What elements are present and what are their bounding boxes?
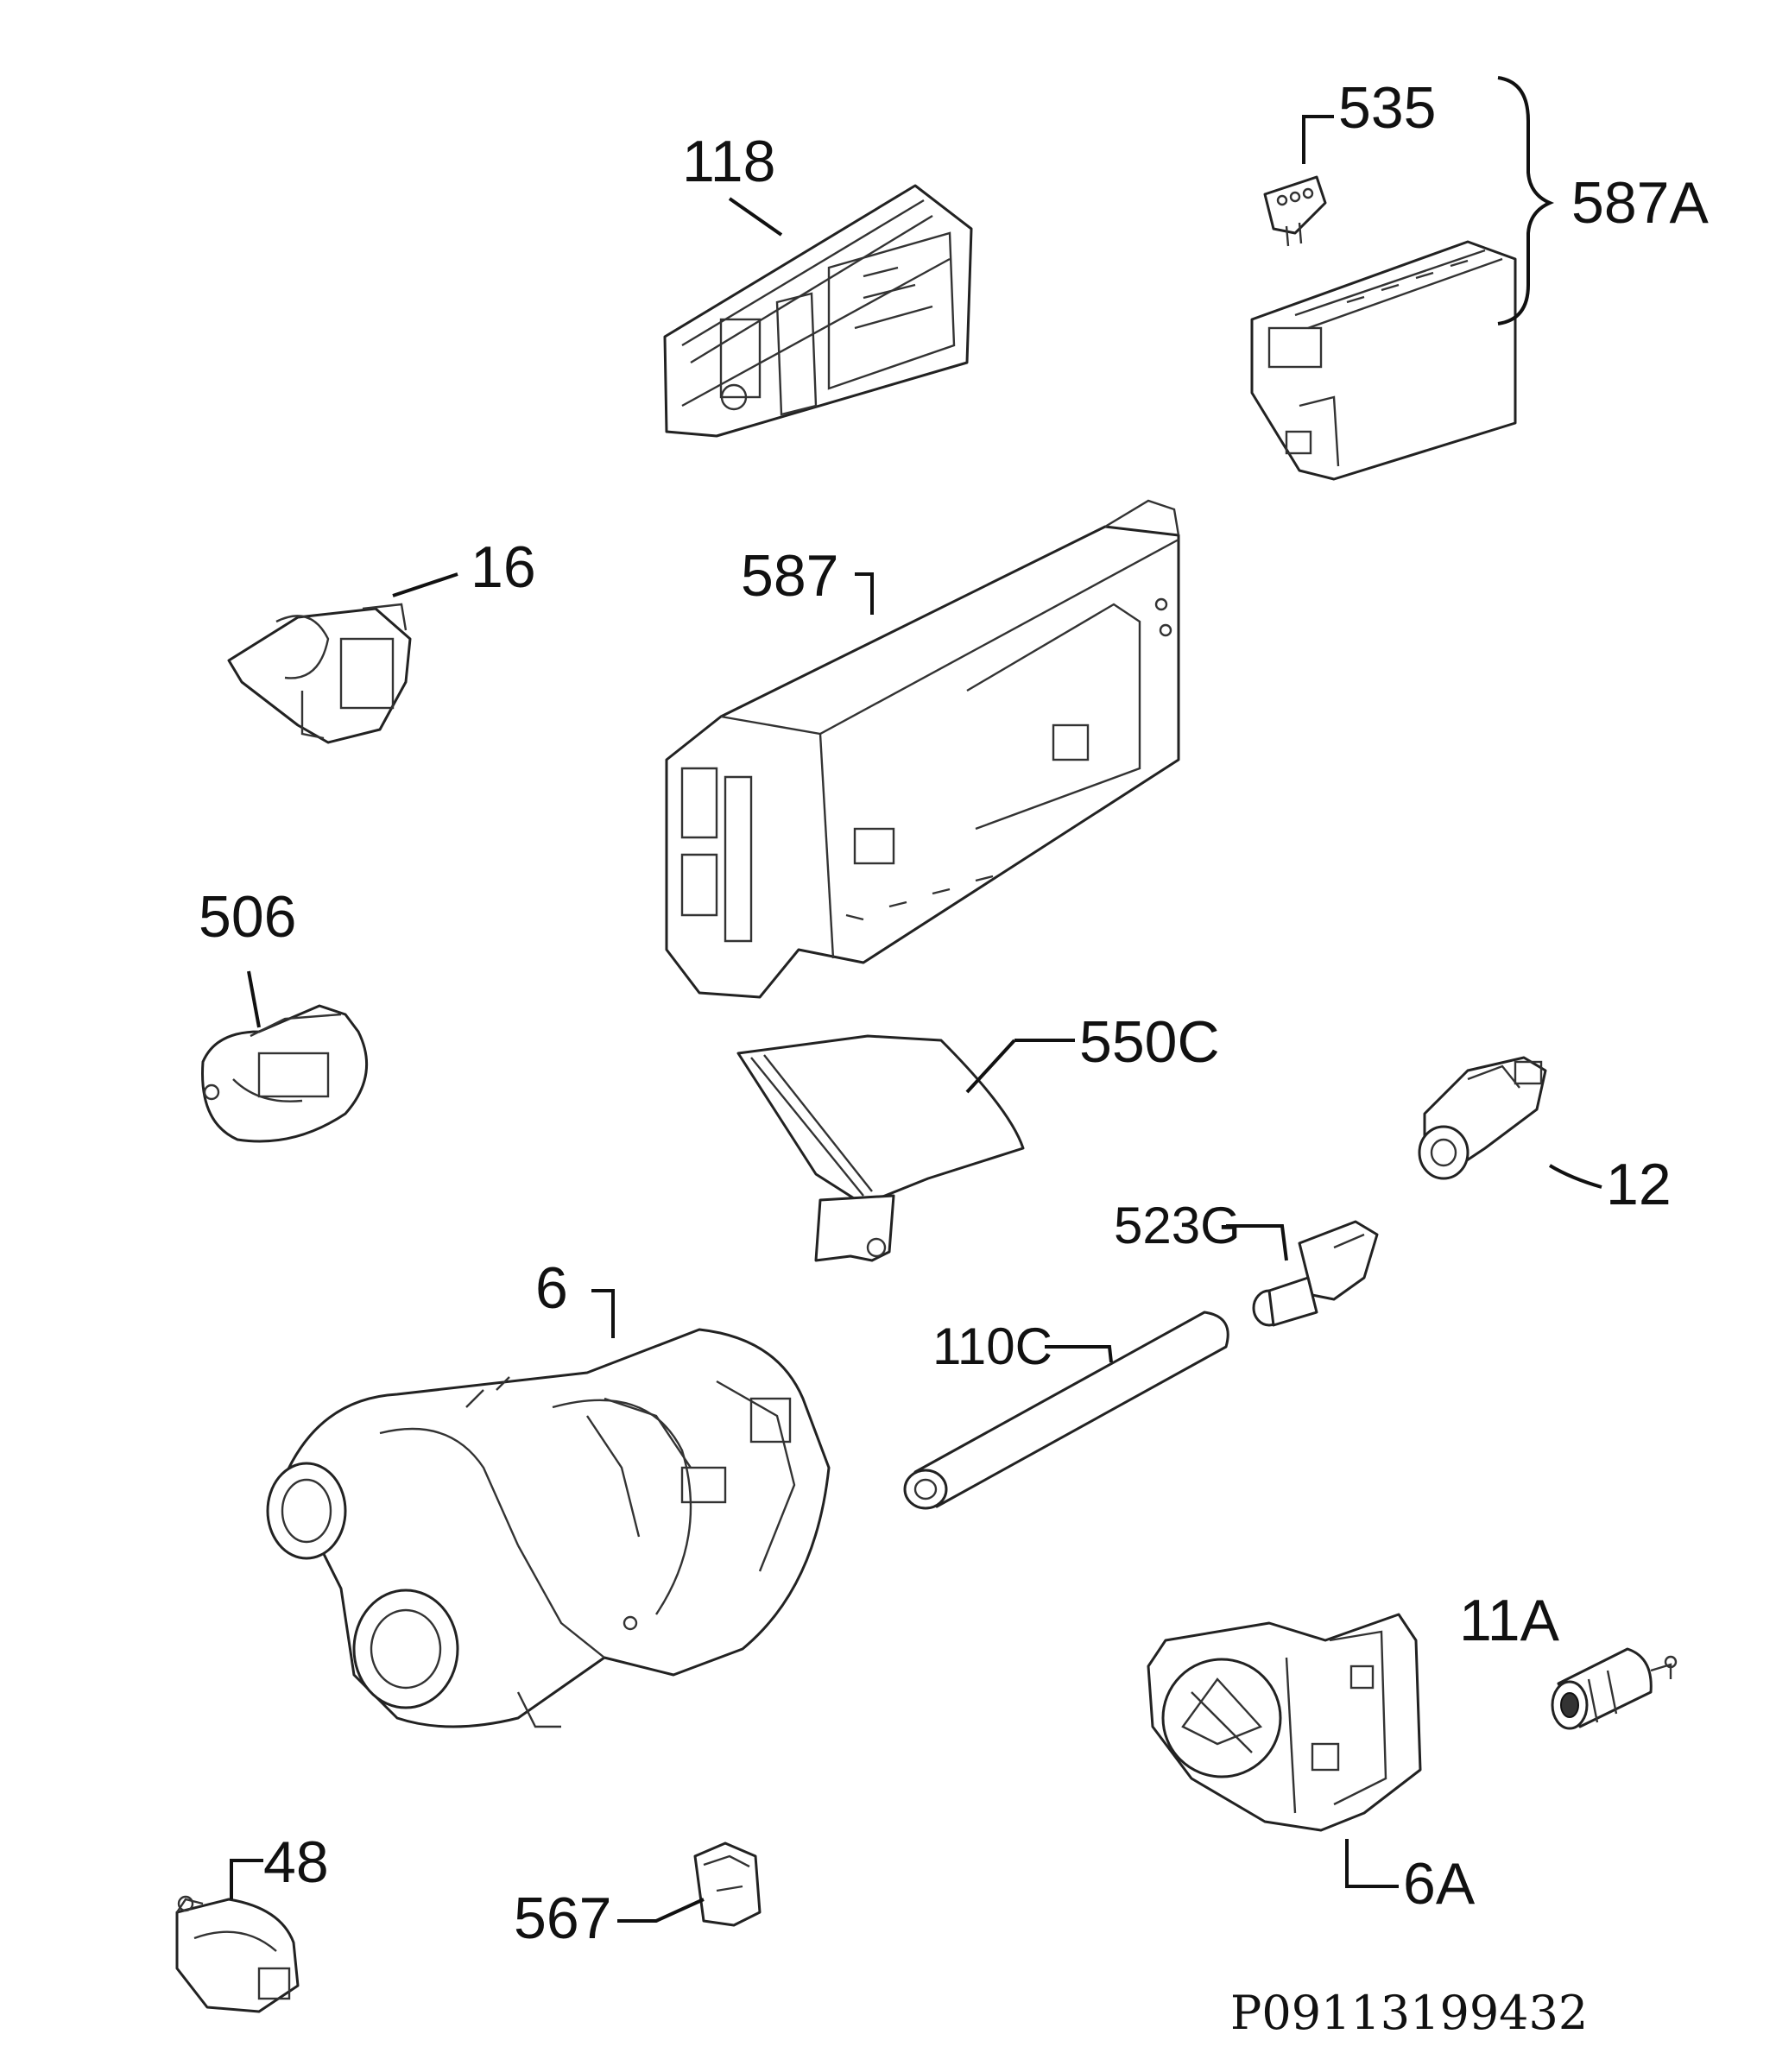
- part-110C-hose: [903, 1311, 1229, 1510]
- label-550C: 550C: [1079, 1009, 1220, 1075]
- part-118-control-panel: [663, 184, 973, 438]
- label-12: 12: [1606, 1152, 1672, 1217]
- part-6A-drain-pump: [1147, 1613, 1422, 1832]
- label-6: 6: [535, 1255, 568, 1321]
- label-523G: 523G: [1114, 1197, 1241, 1254]
- part-506-microswitch: [201, 1004, 369, 1143]
- label-118: 118: [682, 129, 775, 194]
- label-567: 567: [514, 1886, 611, 1951]
- part-11A-capacitor: [1551, 1647, 1678, 1730]
- part-535-connector: [1263, 175, 1327, 247]
- label-6A: 6A: [1403, 1851, 1476, 1917]
- part-16-door-lock: [227, 603, 412, 744]
- label-11A: 11A: [1459, 1588, 1560, 1653]
- label-16: 16: [471, 534, 536, 600]
- label-587: 587: [741, 543, 838, 609]
- label-587A: 587A: [1571, 170, 1709, 236]
- part-6-circulation-pump: [266, 1328, 831, 1728]
- part-523G-hose-connector: [1252, 1220, 1379, 1327]
- label-110C: 110C: [932, 1317, 1052, 1375]
- part-587-electronic-module: [665, 499, 1180, 999]
- part-550C-cover: [736, 1034, 1025, 1262]
- label-506: 506: [199, 884, 296, 950]
- part-567-clip: [693, 1841, 762, 1927]
- part-587A-module: [1250, 240, 1517, 481]
- part-48-sensor: [175, 1895, 300, 2013]
- label-535: 535: [1338, 75, 1436, 141]
- part-12-sensor: [1418, 1056, 1547, 1180]
- diagram-reference-number: P09113199432: [1230, 1986, 1588, 2040]
- label-48: 48: [263, 1829, 329, 1895]
